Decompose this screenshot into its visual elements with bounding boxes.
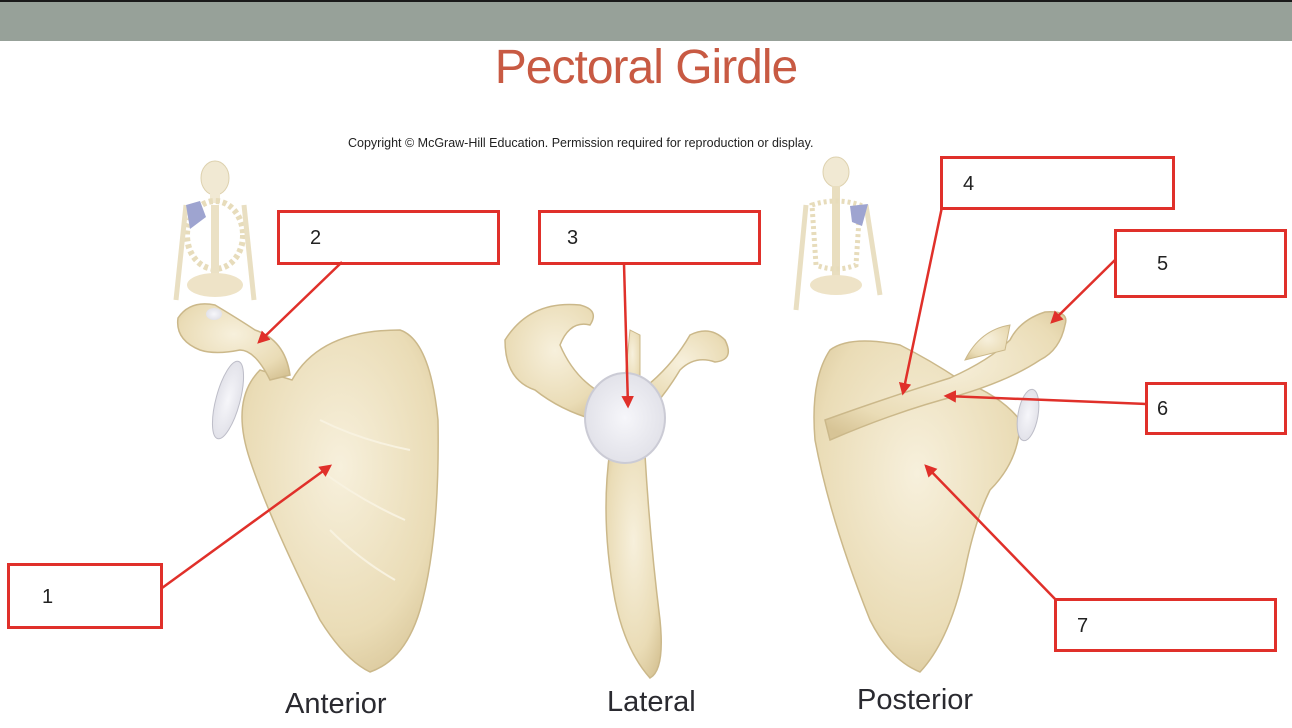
callout-box-7[interactable] [1054, 598, 1277, 652]
lateral-scapula [504, 303, 730, 679]
callout-number-6: 6 [1157, 398, 1169, 420]
view-label-anterior: Anterior [285, 688, 387, 720]
callout-number-4: 4 [963, 173, 975, 195]
callout-box-1[interactable] [7, 563, 163, 629]
callout-box-3[interactable] [538, 210, 761, 265]
callout-box-6[interactable] [1145, 382, 1287, 435]
callout-box-4[interactable] [940, 156, 1175, 210]
callout-number-2: 2 [310, 227, 322, 249]
anterior-scapula [176, 303, 439, 673]
anterior-skeleton-thumbnail [173, 160, 257, 301]
posterior-skeleton-thumbnail [793, 156, 883, 311]
callout-number-5: 5 [1157, 253, 1169, 275]
copyright-notice: Copyright © McGraw-Hill Education. Permi… [348, 136, 814, 150]
header-bar [0, 0, 1292, 41]
posterior-scapula [813, 311, 1067, 673]
callout-number-1: 1 [42, 586, 54, 608]
view-label-lateral: Lateral [607, 686, 696, 718]
view-label-posterior: Posterior [857, 684, 974, 716]
callout-number-3: 3 [567, 227, 579, 249]
callout-box-5[interactable] [1114, 229, 1287, 298]
callout-leaders [161, 206, 1147, 601]
callout-number-7: 7 [1077, 615, 1089, 637]
callout-box-2[interactable] [277, 210, 500, 265]
slide-title: Pectoral Girdle [494, 41, 798, 94]
